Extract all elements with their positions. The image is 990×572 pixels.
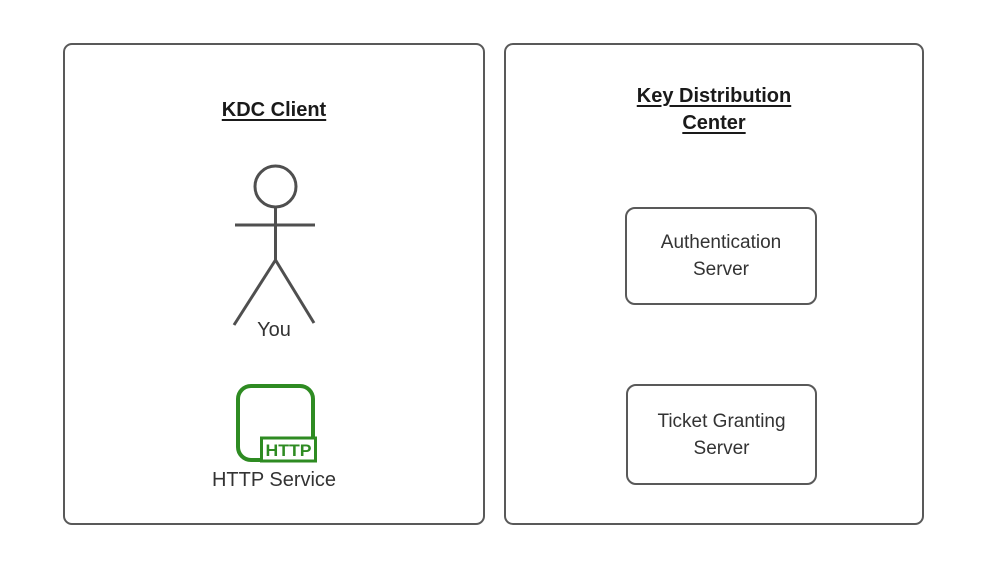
key-distribution-center-panel: Key Distribution Center Authentication S… bbox=[504, 43, 924, 525]
kdc-client-title: KDC Client bbox=[221, 99, 327, 121]
ticket-granting-server-node: Ticket Granting Server bbox=[626, 384, 817, 485]
http-service-label: HTTP Service bbox=[211, 469, 337, 491]
authentication-server-node: Authentication Server bbox=[625, 207, 817, 305]
actor-label: You bbox=[257, 319, 291, 341]
person-left-leg bbox=[232, 259, 277, 326]
person-icon-strokes bbox=[232, 164, 316, 326]
key-distribution-center-title: Key Distribution Center bbox=[636, 85, 792, 134]
http-service-icon: HTTP bbox=[236, 384, 317, 463]
http-icon-text: HTTP bbox=[266, 441, 312, 460]
person-right-leg bbox=[274, 259, 316, 324]
person-head bbox=[253, 164, 298, 209]
person-icon bbox=[232, 164, 316, 326]
authentication-server-label: Authentication Server bbox=[660, 232, 782, 280]
kdc-client-panel: KDC Client You HTTP HTTP Service bbox=[63, 43, 485, 525]
http-icon-badge bbox=[260, 436, 317, 463]
ticket-granting-server-label: Ticket Granting Server bbox=[657, 410, 786, 459]
